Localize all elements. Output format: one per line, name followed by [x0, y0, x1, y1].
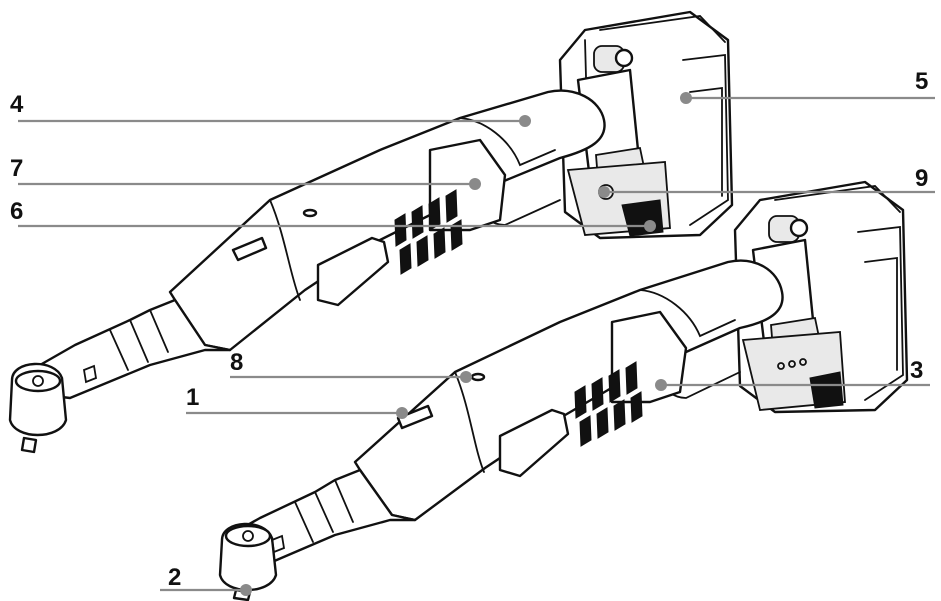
- vent-slots-lower: [574, 361, 643, 447]
- leader-dot-3: [655, 379, 667, 391]
- leader-dot-6: [644, 220, 656, 232]
- battery-pack-lower: [733, 180, 909, 414]
- callout-7: 7: [10, 155, 481, 190]
- tool-lower: [218, 180, 909, 601]
- angle-head-lower: [218, 468, 417, 601]
- callout-number-8: 8: [230, 349, 243, 376]
- callout-9: 9: [598, 165, 935, 198]
- leader-dot-7: [469, 178, 481, 190]
- leader-dot-9: [598, 186, 610, 198]
- callout-number-9: 9: [915, 165, 928, 192]
- tool-body-lower: [353, 259, 784, 522]
- callout-number-4: 4: [10, 91, 24, 118]
- callout-number-6: 6: [10, 198, 23, 225]
- callout-number-5: 5: [915, 68, 928, 95]
- leader-dot-5: [680, 92, 692, 104]
- callout-number-2: 2: [168, 564, 181, 591]
- leader-dot-8: [460, 371, 472, 383]
- callout-2: 2: [160, 564, 252, 596]
- callout-3: 3: [655, 357, 930, 391]
- callout-number-1: 1: [186, 384, 199, 411]
- callout-number-3: 3: [910, 357, 923, 384]
- leader-dot-4: [519, 115, 531, 127]
- tool-body-upper: [168, 89, 606, 352]
- leader-dot-2: [240, 584, 252, 596]
- callout-6: 6: [10, 198, 656, 232]
- callout-8: 8: [230, 349, 472, 383]
- callout-1: 1: [186, 384, 408, 419]
- leader-dot-1: [396, 407, 408, 419]
- callout-number-7: 7: [10, 155, 23, 182]
- angle-head-upper: [8, 298, 232, 454]
- vent-slots-upper: [394, 189, 463, 275]
- callout-5: 5: [680, 68, 935, 104]
- callout-4: 4: [10, 91, 531, 127]
